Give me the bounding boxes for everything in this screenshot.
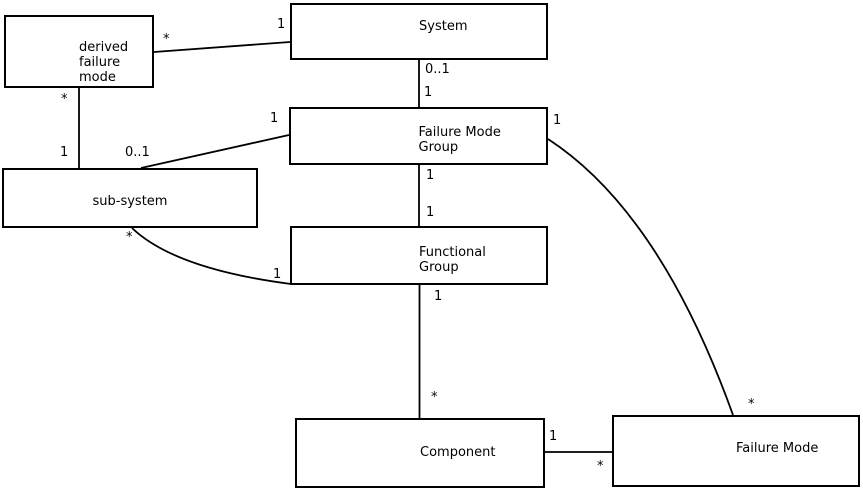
multiplicity-label: * bbox=[431, 390, 438, 405]
multiplicity-label: * bbox=[748, 397, 755, 412]
entity-failure-mode: Failure Mode bbox=[612, 415, 860, 487]
multiplicity-label: 1 bbox=[426, 205, 435, 220]
multiplicity-label: * bbox=[597, 459, 604, 474]
entity-label-line: Functional bbox=[419, 245, 486, 260]
entity-label-line: Component bbox=[420, 445, 496, 460]
multiplicity-label: 1 bbox=[60, 145, 69, 160]
multiplicity-label: 1 bbox=[270, 111, 279, 126]
entity-sub-system: sub-system bbox=[2, 168, 258, 228]
assoc-failure-mode-group-failure-mode-line bbox=[547, 138, 734, 416]
entity-system: System bbox=[290, 3, 548, 60]
entity-label-line: Failure Mode bbox=[418, 125, 501, 140]
entity-label-line: Group bbox=[419, 260, 459, 275]
entity-label-line: Group bbox=[418, 140, 459, 155]
multiplicity-label: * bbox=[61, 92, 68, 107]
entity-label-line: derived bbox=[79, 40, 129, 55]
entity-failure-mode-group: Failure Mode Group bbox=[289, 107, 548, 165]
assoc-derived-failure-mode-system-line bbox=[153, 41, 291, 53]
multiplicity-label: 0..1 bbox=[125, 145, 150, 160]
assoc-sub-system-functional-group-line bbox=[131, 227, 292, 285]
multiplicity-label: 1 bbox=[277, 17, 286, 32]
entity-component: Component bbox=[295, 418, 545, 488]
entity-label-line: Failure Mode bbox=[736, 441, 819, 456]
entity-functional-group: Functional Group bbox=[290, 226, 548, 285]
multiplicity-label: * bbox=[126, 230, 133, 245]
multiplicity-label: 1 bbox=[273, 267, 282, 282]
multiplicity-label: 1 bbox=[426, 168, 435, 183]
multiplicity-label: * bbox=[163, 32, 170, 47]
entity-label-line: failure bbox=[79, 55, 121, 70]
multiplicity-label: 1 bbox=[549, 429, 558, 444]
multiplicity-label: 1 bbox=[434, 289, 443, 304]
multiplicity-label: 1 bbox=[553, 113, 562, 128]
entity-derived-failure-mode: derived failure mode bbox=[4, 15, 154, 88]
assoc-failure-mode-group-sub-system-line bbox=[140, 134, 290, 169]
entity-label-line: System bbox=[419, 19, 468, 34]
multiplicity-label: 1 bbox=[424, 85, 433, 100]
multiplicity-label: 0..1 bbox=[425, 62, 450, 77]
entity-label-line: sub-system bbox=[92, 194, 168, 209]
entity-label-line: mode bbox=[79, 70, 116, 85]
